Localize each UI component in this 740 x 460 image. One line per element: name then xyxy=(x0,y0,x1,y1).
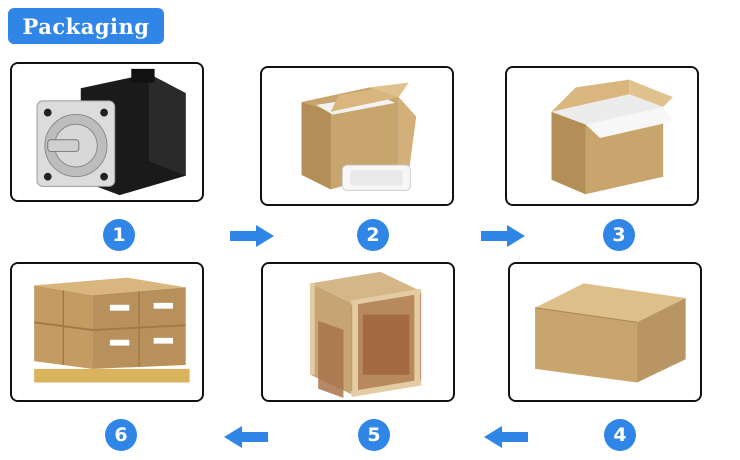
step-number-4: 4 xyxy=(604,419,636,451)
panel-step-1 xyxy=(10,62,204,202)
panel-step-6 xyxy=(10,262,204,402)
open-box-image xyxy=(262,68,452,204)
closed-carton-image xyxy=(510,264,700,400)
foam-lined-box-image xyxy=(507,68,697,204)
stepper-motor-image xyxy=(12,64,202,200)
wooden-crate-image xyxy=(263,264,453,400)
panel-step-2 xyxy=(260,66,454,206)
arrow-left-icon xyxy=(484,426,528,448)
arrow-left-icon xyxy=(224,426,268,448)
step-number-2: 2 xyxy=(357,219,389,251)
arrow-right-icon xyxy=(481,225,525,247)
section-title: Packaging xyxy=(8,8,164,44)
panel-step-5 xyxy=(261,262,455,402)
step-number-3: 3 xyxy=(603,219,635,251)
step-number-1: 1 xyxy=(103,219,135,251)
step-number-5: 5 xyxy=(358,419,390,451)
step-number-6: 6 xyxy=(105,419,137,451)
palletized-cartons-image xyxy=(12,264,202,400)
panel-step-3 xyxy=(505,66,699,206)
panel-step-4 xyxy=(508,262,702,402)
arrow-right-icon xyxy=(230,225,274,247)
